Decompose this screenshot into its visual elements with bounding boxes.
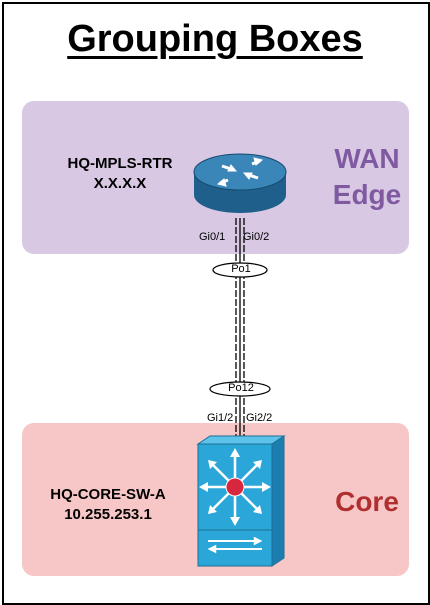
router-icon — [193, 153, 287, 213]
po1-ellipse — [212, 262, 268, 278]
router-port-gi0-2: Gi0/2 — [243, 231, 270, 243]
router-hostname: HQ-MPLS-RTR — [67, 155, 173, 172]
page-title: Grouping Boxes — [67, 18, 363, 60]
switch-port-gi1-2: Gi1/2 — [207, 412, 234, 424]
po12-ellipse — [209, 381, 271, 397]
wan-edge-group-label: WAN Edge — [322, 141, 412, 213]
router-portchannel-label: Po1 — [231, 263, 251, 275]
link-lines — [235, 218, 245, 436]
switch-hostname: HQ-CORE-SW-A — [50, 486, 166, 503]
core-group-label: Core — [335, 486, 399, 517]
router-ip-address: X.X.X.X — [93, 175, 147, 192]
router-port-gi0-1: Gi0/1 — [199, 231, 226, 243]
switch-port-gi2-2: Gi2/2 — [246, 412, 273, 424]
multilayer-switch-icon — [196, 435, 286, 567]
wan-label-line2: Edge — [332, 179, 402, 210]
switch-portchannel-label: Po12 — [228, 382, 254, 394]
switch-ip-address: 10.255.253.1 — [64, 506, 152, 523]
wan-label-line1: WAN — [334, 143, 400, 174]
